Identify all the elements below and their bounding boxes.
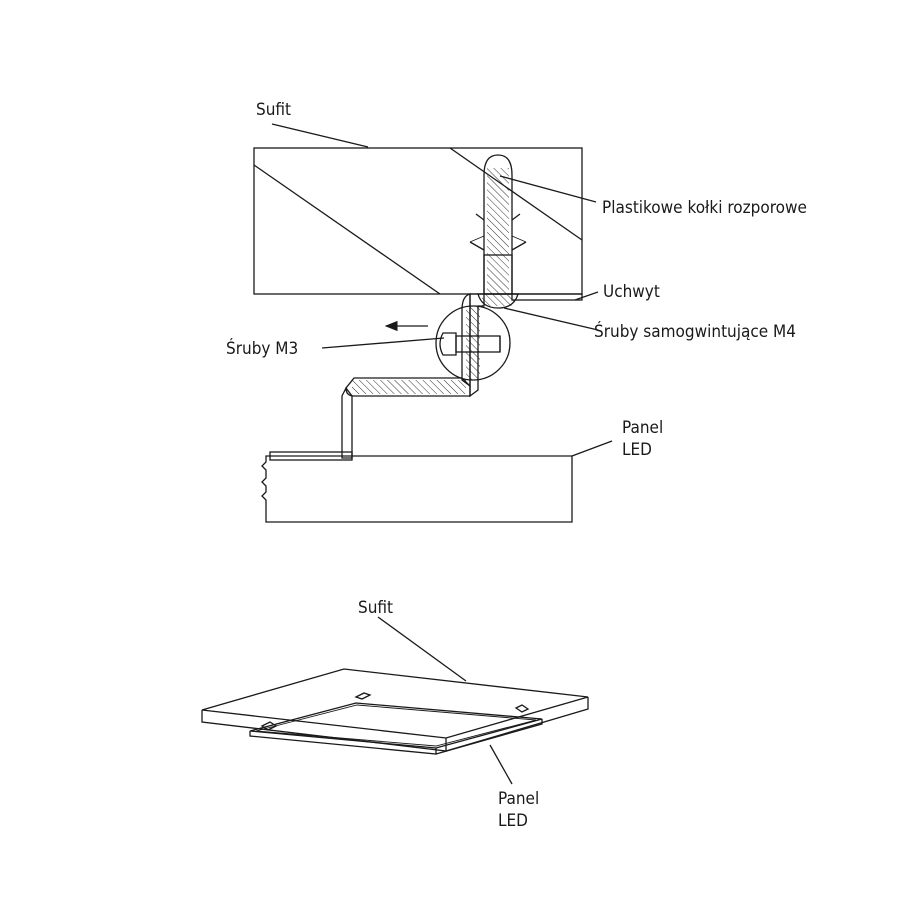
panel-label-perspective-line2: LED — [498, 811, 528, 831]
bracket-label: Uchwyt — [603, 282, 660, 302]
perspective-view: Sufit Panel LED — [201, 598, 589, 831]
plastic-anchors-label: Plastikowe kołki rozporowe — [602, 198, 807, 218]
led-panel-section — [261, 455, 573, 523]
plastic-anchor — [469, 154, 527, 295]
ceiling-label-perspective: Sufit — [358, 598, 393, 618]
panel-label-line1: Panel — [622, 418, 663, 438]
ceiling-board — [201, 668, 589, 752]
panel-label-line2: LED — [622, 440, 652, 460]
panel-label-perspective-line1: Panel — [498, 789, 539, 809]
m3-screws-label: Śruby M3 — [226, 337, 298, 359]
ceiling-slab — [253, 147, 583, 295]
m3-screw-detail — [435, 305, 511, 381]
self-tapping-screws-label: Śruby samogwintujące M4 — [594, 320, 796, 342]
section-leaders — [271, 123, 613, 457]
section-view: Sufit Plastikowe kołki rozporowe Uchwyt … — [226, 100, 807, 523]
led-panel — [249, 702, 543, 755]
bracket — [269, 293, 485, 461]
mounting-brackets — [260, 692, 530, 731]
ceiling-label: Sufit — [256, 100, 291, 120]
bracket-ceiling-plate — [511, 293, 583, 301]
perspective-leaders — [377, 616, 513, 785]
self-tapping-screw — [477, 293, 519, 309]
